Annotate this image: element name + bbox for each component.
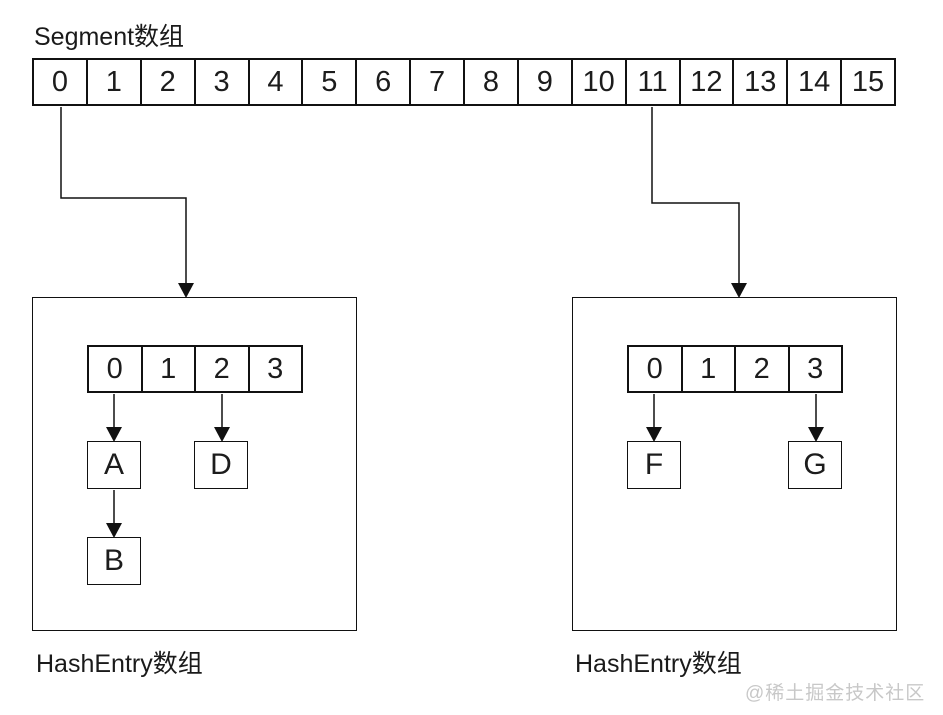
hashentry-cell: 2 bbox=[196, 347, 250, 391]
segment-cell: 11 bbox=[627, 60, 681, 104]
hashentry-cell: 1 bbox=[683, 347, 736, 391]
segment-cell: 12 bbox=[681, 60, 735, 104]
segment-cell: 2 bbox=[142, 60, 196, 104]
right-hashentry-label: HashEntry数组 bbox=[575, 650, 742, 678]
segment-cell: 15 bbox=[851, 65, 885, 98]
segment-cell: 9 bbox=[519, 60, 573, 104]
segment-array: 0 1 2 3 4 5 6 7 8 9 10 11 12 13 14 15 bbox=[32, 58, 896, 106]
node-b: B bbox=[87, 537, 141, 585]
segment-cell: 13 bbox=[734, 60, 789, 104]
segment-cell: 5 bbox=[303, 60, 358, 104]
arrow-segment0-to-left-bucket-icon bbox=[60, 107, 194, 298]
segment-cell: 6 bbox=[357, 60, 412, 104]
segment-array-label: Segment数组 bbox=[34, 23, 185, 51]
segment-cell: 3 bbox=[196, 60, 250, 104]
segment-cell: 8 bbox=[465, 60, 519, 104]
left-hashentry-array: 0 1 2 3 bbox=[87, 345, 303, 393]
watermark: @稀土掘金技术社区 bbox=[745, 683, 926, 704]
segment-cell: 14 bbox=[788, 60, 843, 104]
segment-cell: 4 bbox=[250, 60, 304, 104]
hashentry-cell: 1 bbox=[143, 347, 196, 391]
hashentry-cell: 0 bbox=[89, 347, 143, 391]
node-f: F bbox=[627, 441, 681, 489]
segment-cell: 7 bbox=[411, 60, 465, 104]
node-a: A bbox=[87, 441, 141, 489]
hashentry-cell: 3 bbox=[807, 352, 824, 385]
hashentry-cell: 2 bbox=[736, 347, 790, 391]
segment-cell: 1 bbox=[88, 60, 142, 104]
node-g: G bbox=[788, 441, 842, 489]
hashentry-cell: 0 bbox=[629, 347, 683, 391]
segment-cell: 0 bbox=[34, 60, 88, 104]
node-d: D bbox=[194, 441, 248, 489]
left-hashentry-label: HashEntry数组 bbox=[36, 650, 203, 678]
hashentry-cell: 3 bbox=[267, 352, 284, 385]
arrow-segment11-to-right-bucket-icon bbox=[651, 107, 747, 298]
right-hashentry-array: 0 1 2 3 bbox=[627, 345, 843, 393]
segment-cell: 10 bbox=[573, 60, 627, 104]
